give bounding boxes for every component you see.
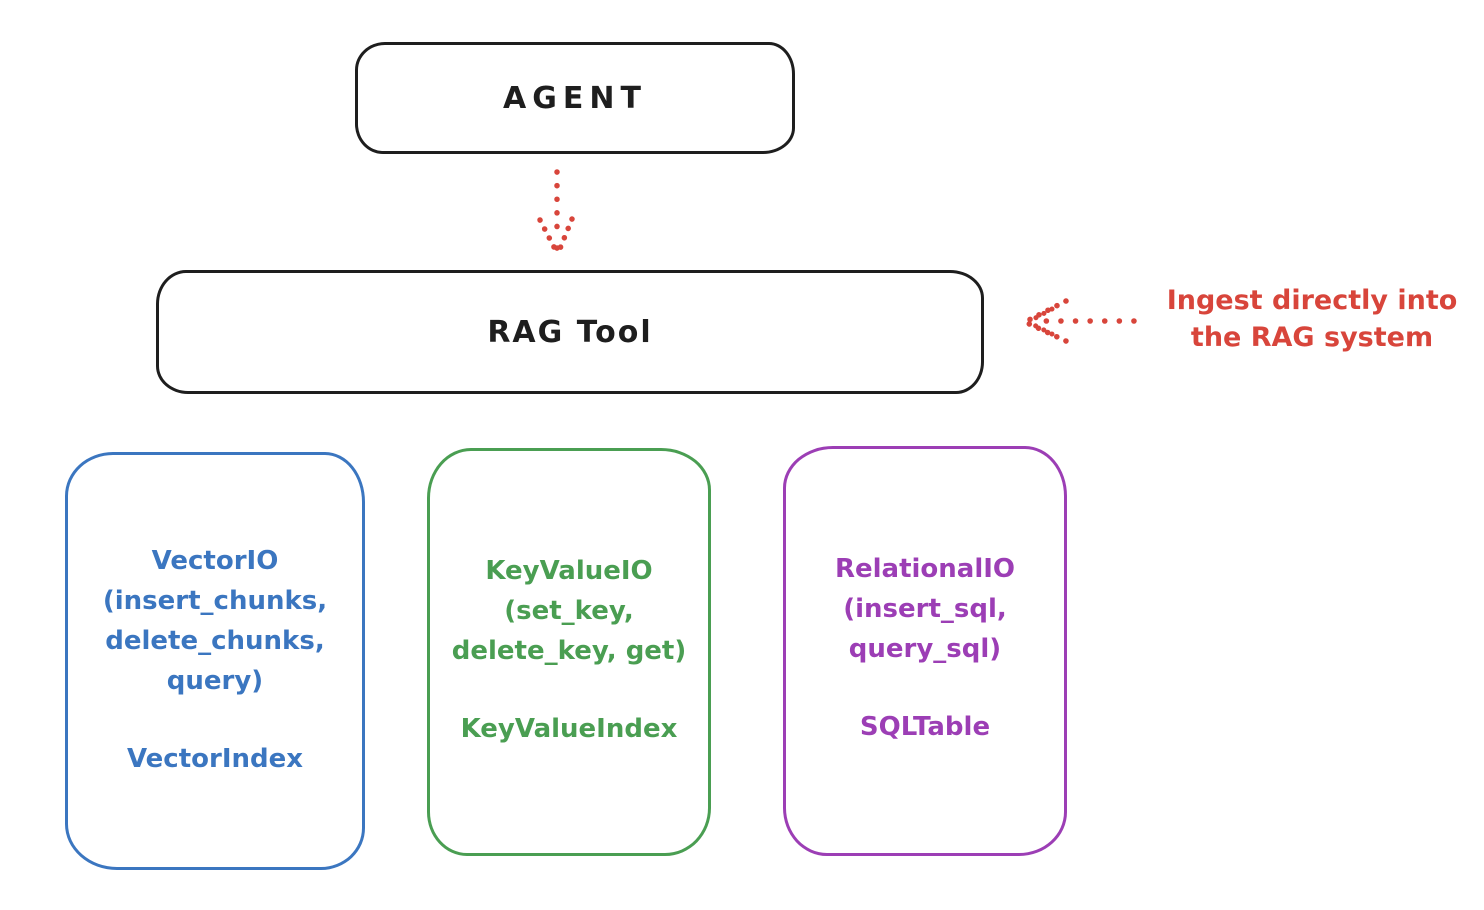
- rag-tool-node[interactable]: RAG Tool: [156, 270, 984, 394]
- key-value-io-line: delete_key, get): [451, 636, 687, 666]
- vector-io-line: query): [166, 666, 264, 696]
- ingest-annotation: Ingest directly into the RAG system: [1140, 282, 1484, 356]
- backend-node-vector-io[interactable]: VectorIO (insert_chunks, delete_chunks, …: [65, 452, 365, 870]
- vector-index-label: VectorIndex: [126, 744, 304, 774]
- relational-io-line: (insert_sql,: [843, 594, 1007, 624]
- dotted-arrow-down-icon: [537, 169, 575, 257]
- backend-node-key-value-io[interactable]: KeyValueIO (set_key, delete_key, get) Ke…: [427, 448, 711, 856]
- relational-io-line: query_sql): [848, 634, 1002, 664]
- agent-node[interactable]: AGENT: [355, 42, 795, 154]
- agent-label: AGENT: [503, 80, 647, 116]
- sql-table-label: SQLTable: [859, 712, 991, 742]
- ingest-annotation-line1: Ingest directly into: [1166, 285, 1458, 316]
- vector-io-line: VectorIO: [151, 546, 279, 576]
- vector-io-line: (insert_chunks,: [102, 586, 328, 616]
- dotted-arrow-left-icon: [1022, 298, 1137, 344]
- key-value-index-label: KeyValueIndex: [460, 714, 678, 744]
- key-value-io-line: KeyValueIO: [485, 556, 653, 586]
- vector-io-line: delete_chunks,: [105, 626, 325, 656]
- backend-node-relational-io[interactable]: RelationalIO (insert_sql, query_sql) SQL…: [783, 446, 1067, 856]
- ingest-annotation-line2: the RAG system: [1190, 322, 1434, 353]
- key-value-io-line: (set_key,: [504, 596, 634, 626]
- relational-io-line: RelationalIO: [834, 554, 1016, 584]
- rag-tool-label: RAG Tool: [487, 314, 653, 350]
